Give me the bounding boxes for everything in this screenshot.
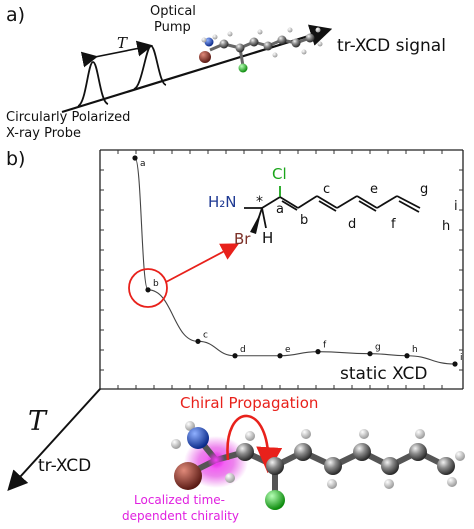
cl-label: Cl	[272, 165, 287, 183]
data-point-f	[315, 349, 321, 355]
data-label-d: d	[240, 345, 246, 355]
pump-label-line2: Pump	[154, 20, 191, 35]
data-point-h	[404, 353, 410, 359]
atom-label-g: g	[420, 182, 429, 197]
data-point-c	[195, 338, 201, 344]
molecule-large	[171, 414, 465, 510]
panel-b-label: b)	[6, 148, 26, 170]
atom-label-a: a	[276, 202, 284, 217]
data-label-e: e	[285, 345, 291, 355]
br-label: Br	[234, 230, 251, 248]
data-point-e	[277, 353, 283, 359]
panel-a-label: a)	[6, 4, 26, 26]
atom-label-h: h	[442, 219, 451, 234]
data-label-b: b	[153, 279, 159, 289]
localized-label-line1: Localized time-	[134, 493, 225, 507]
highlight-circle	[128, 268, 168, 308]
h-label: H	[262, 229, 274, 247]
data-label-h: h	[412, 345, 418, 355]
data-label-f: f	[323, 341, 327, 351]
data-point-g	[367, 351, 373, 357]
data-label-g: g	[375, 343, 381, 353]
probe-label-line1: Circularly Polarized	[6, 110, 131, 125]
wedge-bond	[250, 208, 262, 234]
atom-label-d: d	[348, 217, 357, 232]
chiral-propagation-label: Chiral Propagation	[180, 394, 319, 412]
probe-pulse	[77, 61, 109, 107]
data-label-a: a	[140, 159, 146, 169]
atom-label-i: i	[454, 199, 458, 214]
time-axis	[7, 388, 101, 491]
atom-label-e: e	[370, 182, 378, 197]
curve-line	[134, 157, 456, 365]
nh2-label: H₂N	[208, 193, 237, 211]
data-point-i	[452, 361, 458, 367]
data-point-a	[132, 155, 138, 161]
chiral-propagation-arrow	[226, 414, 283, 474]
atom-label-f: f	[391, 217, 396, 232]
atom-label-c: c	[323, 182, 331, 197]
data-label-i: i	[460, 353, 463, 363]
data-point-d	[232, 353, 238, 359]
period-label: T	[117, 34, 128, 52]
atom-label-b: b	[300, 213, 309, 228]
time-axis-label: T	[28, 406, 47, 437]
signal-label: tr-XCD signal	[337, 36, 446, 56]
panel-a	[61, 24, 333, 114]
highlight-arrow	[165, 243, 240, 283]
molecule-small	[199, 27, 323, 73]
pump-label-line1: Optical	[150, 4, 196, 19]
data-point-b	[145, 287, 151, 293]
stereo-star: *	[256, 194, 263, 210]
data-label-c: c	[203, 330, 208, 340]
period-arrow	[80, 40, 154, 68]
axis-ticks	[100, 150, 463, 389]
trxcd-axis-label: tr-XCD	[38, 456, 92, 476]
static-xcd-label: static XCD	[340, 364, 428, 384]
localized-label-line2: dependent chirality	[122, 509, 240, 523]
probe-label-line2: X-ray Probe	[6, 126, 81, 141]
